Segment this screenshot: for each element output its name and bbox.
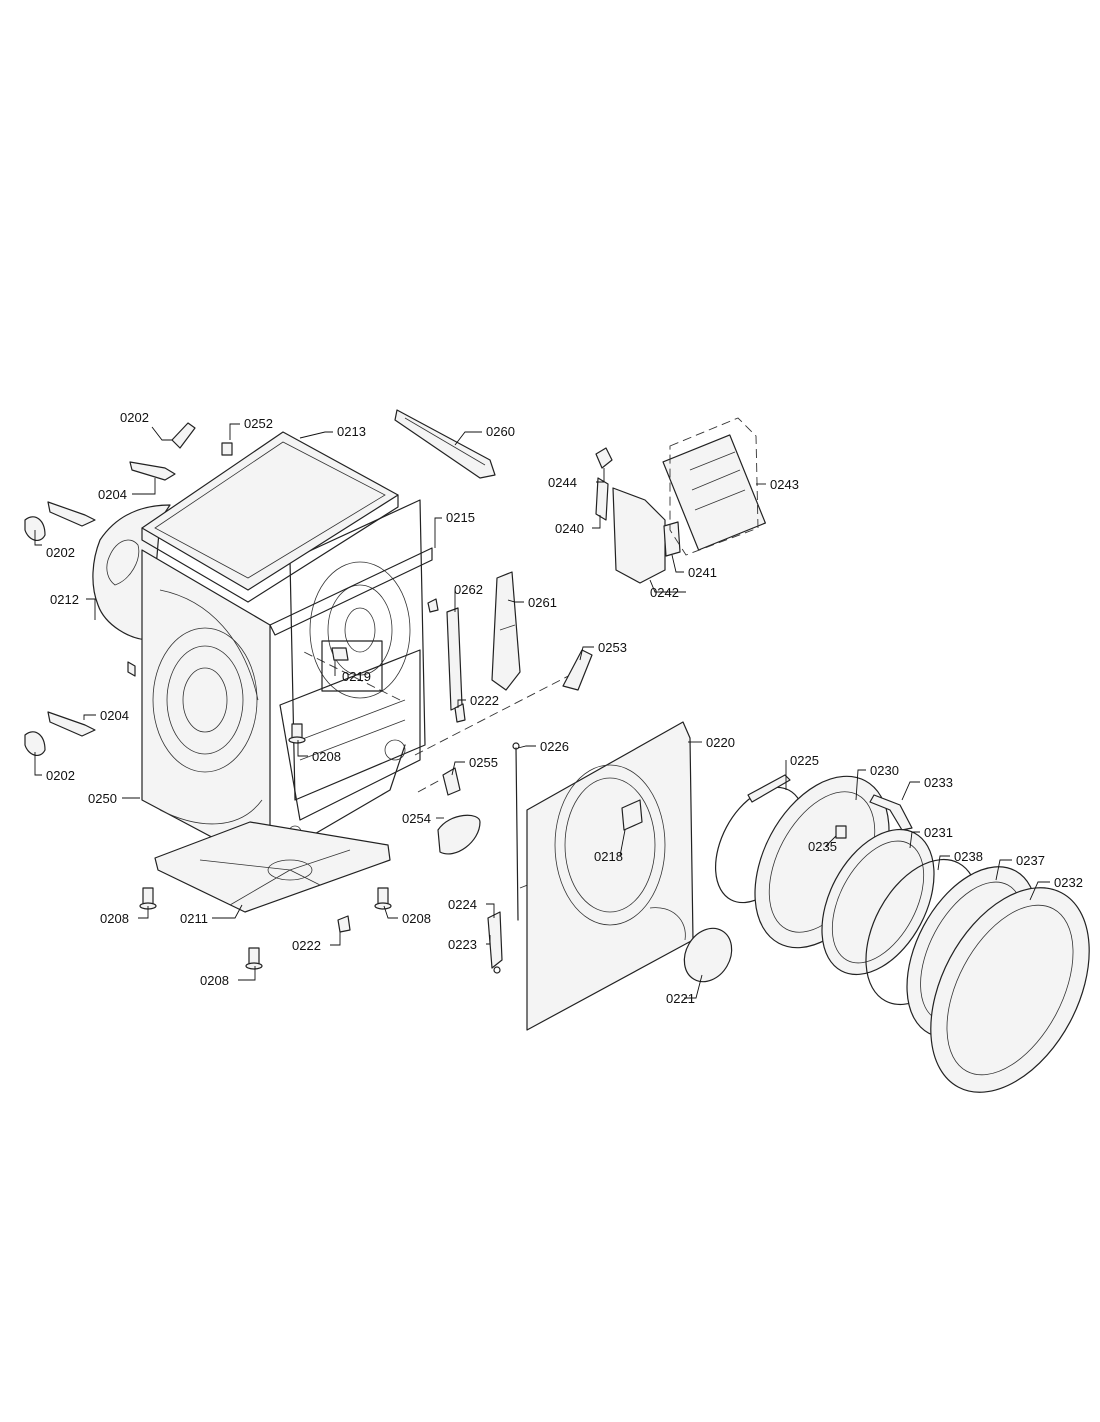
callout-0252: 0252 [244, 416, 273, 431]
small-parts-left-drawing [24, 422, 233, 757]
callout-0220: 0220 [706, 735, 735, 750]
callout-0253: 0253 [598, 640, 627, 655]
callout-0237: 0237 [1016, 853, 1045, 868]
callout-0213: 0213 [337, 424, 366, 439]
latch-box-0219 [321, 640, 383, 692]
callout-0208-left: 0208 [100, 911, 129, 926]
callout-0230: 0230 [870, 763, 899, 778]
callout-0202-bot: 0202 [46, 768, 75, 783]
callout-0238: 0238 [954, 849, 983, 864]
callout-0224: 0224 [448, 897, 477, 912]
electronics-module-drawing [595, 417, 766, 584]
callout-0241: 0241 [688, 565, 717, 580]
callout-0208-bot: 0208 [200, 973, 229, 988]
door-lock-parts-drawing [337, 598, 593, 974]
callout-0231: 0231 [924, 825, 953, 840]
callout-0232: 0232 [1054, 875, 1083, 890]
callout-0244: 0244 [548, 475, 577, 490]
callout-0240: 0240 [555, 521, 584, 536]
callout-0208-mid: 0208 [312, 749, 341, 764]
base-plate-drawing [154, 821, 391, 913]
callout-0243: 0243 [770, 477, 799, 492]
callout-0254: 0254 [402, 811, 431, 826]
worktop-drawing [141, 431, 399, 603]
callout-0202-mid: 0202 [46, 545, 75, 560]
callout-0223: 0223 [448, 937, 477, 952]
top-rail-drawing [394, 409, 496, 479]
callout-0225: 0225 [790, 753, 819, 768]
front-panel-drawing [526, 721, 694, 1031]
callout-0226: 0226 [540, 739, 569, 754]
callout-0215: 0215 [446, 510, 475, 525]
service-cap-drawing [683, 927, 733, 983]
callout-0261: 0261 [528, 595, 557, 610]
callout-labels: 0202 0252 0213 0260 0204 0202 0215 0244 … [46, 410, 1083, 1006]
callout-0204-bot: 0204 [100, 708, 129, 723]
callout-0260: 0260 [486, 424, 515, 439]
foot-screws-drawing [139, 723, 392, 970]
callout-0235: 0235 [808, 839, 837, 854]
callout-0204-top: 0204 [98, 487, 127, 502]
callout-0255: 0255 [469, 755, 498, 770]
callout-0250: 0250 [88, 791, 117, 806]
callout-0212: 0212 [50, 592, 79, 607]
callout-0233: 0233 [924, 775, 953, 790]
cabinet-drawing [141, 499, 433, 869]
callout-0211: 0211 [180, 911, 208, 926]
callout-0262: 0262 [454, 582, 483, 597]
callout-0221: 0221 [666, 991, 695, 1006]
callout-0222-mid: 0222 [470, 693, 499, 708]
callout-0219: 0219 [342, 669, 371, 684]
callout-0242: 0242 [650, 585, 679, 600]
callout-0208-right: 0208 [402, 911, 431, 926]
leader-lines [34, 423, 1050, 999]
door-rings-drawing [714, 774, 1090, 1093]
callout-0218: 0218 [594, 849, 623, 864]
callout-0222-bot: 0222 [292, 938, 321, 953]
callout-0202-top: 0202 [120, 410, 149, 425]
